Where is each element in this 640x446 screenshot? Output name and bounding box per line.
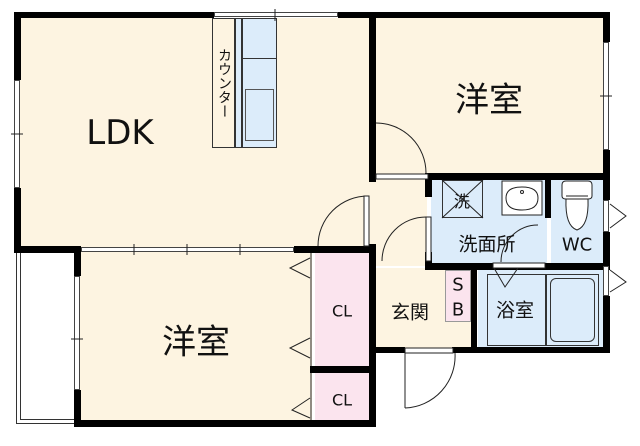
wall-ldk-bottom [14, 246, 80, 253]
wall-entrance-bath [471, 263, 477, 353]
room-closet-2-label: CL [331, 390, 353, 410]
kitchen-strip [235, 18, 242, 148]
bathroom-inner-line [487, 274, 546, 346]
window-bathroom [603, 266, 609, 296]
room-bedroom-north-label: 洋室 [455, 80, 523, 121]
room-bedroom-south-label: 洋室 [162, 322, 230, 363]
room-ldk [20, 18, 375, 248]
door-swing-ldk [317, 195, 369, 247]
counter-label: カウンター [216, 48, 232, 118]
window-bedroom-south-left [74, 276, 80, 390]
wall-outer-left-upper [14, 12, 21, 80]
wall-closet-divider [310, 366, 376, 373]
room-bathroom-label: 浴室 [495, 299, 535, 322]
wall-entrance-bottom-left [369, 347, 405, 353]
counter [212, 18, 235, 148]
balcony [16, 252, 76, 424]
wall-outer-right-upper [603, 12, 610, 42]
kitchen-sink [242, 58, 277, 59]
bathtub [546, 274, 599, 346]
wall-outer-right-bottom [603, 296, 610, 352]
hallway [375, 176, 427, 266]
room-entrance-label: 玄関 [390, 301, 430, 324]
washer-label: 洗 [453, 192, 471, 211]
room-bedroom-north [375, 18, 607, 174]
room-closet-1 [315, 252, 369, 366]
door-swing-washroom [381, 216, 427, 262]
room-toilet-label: WC [561, 234, 593, 256]
kitchen-unit [242, 18, 277, 148]
door-swing-bedroom-north [375, 122, 427, 174]
kitchen-stove [245, 89, 274, 141]
wall-ldk-hall [369, 244, 376, 426]
room-closet-1-label: CL [331, 301, 353, 321]
room-bedroom-south [80, 252, 312, 422]
room-washroom-label: 洗面所 [458, 233, 516, 256]
wall-bedroom-north-bottom [427, 173, 610, 180]
shoe-box-label-b: B [451, 299, 465, 321]
wall-bedroom-south-left-upper [74, 246, 81, 276]
shoe-box [445, 270, 471, 322]
room-closet-2 [315, 372, 369, 422]
door-swing-bath [500, 224, 539, 263]
door-swing-entrance [404, 352, 456, 409]
bathtub-inner [550, 278, 595, 342]
shoe-box-label-s: S [452, 274, 464, 296]
wall-outer-top-left [14, 12, 214, 18]
window-top-ldk [214, 12, 338, 17]
wall-washroom-toilet [545, 173, 551, 218]
wall-outer-left-lower [14, 188, 21, 252]
wall-washroom-left [425, 173, 432, 197]
balcony-inner-line [20, 252, 76, 420]
wall-ldk-bedroom [369, 12, 376, 182]
wall-outer-top-right [338, 12, 610, 18]
wall-bedroom-south-left-lower [74, 390, 81, 426]
room-ldk-label: LDK [86, 113, 154, 153]
wall-outer-bottom [74, 420, 376, 427]
room-bathroom [478, 270, 603, 348]
wall-ldk-bottom-right [294, 246, 375, 253]
wall-bottom-right [471, 347, 610, 353]
wall-entrance-bottom-right [452, 347, 477, 353]
window-toilet [603, 200, 609, 232]
wall-outer-right-lower [603, 232, 610, 266]
